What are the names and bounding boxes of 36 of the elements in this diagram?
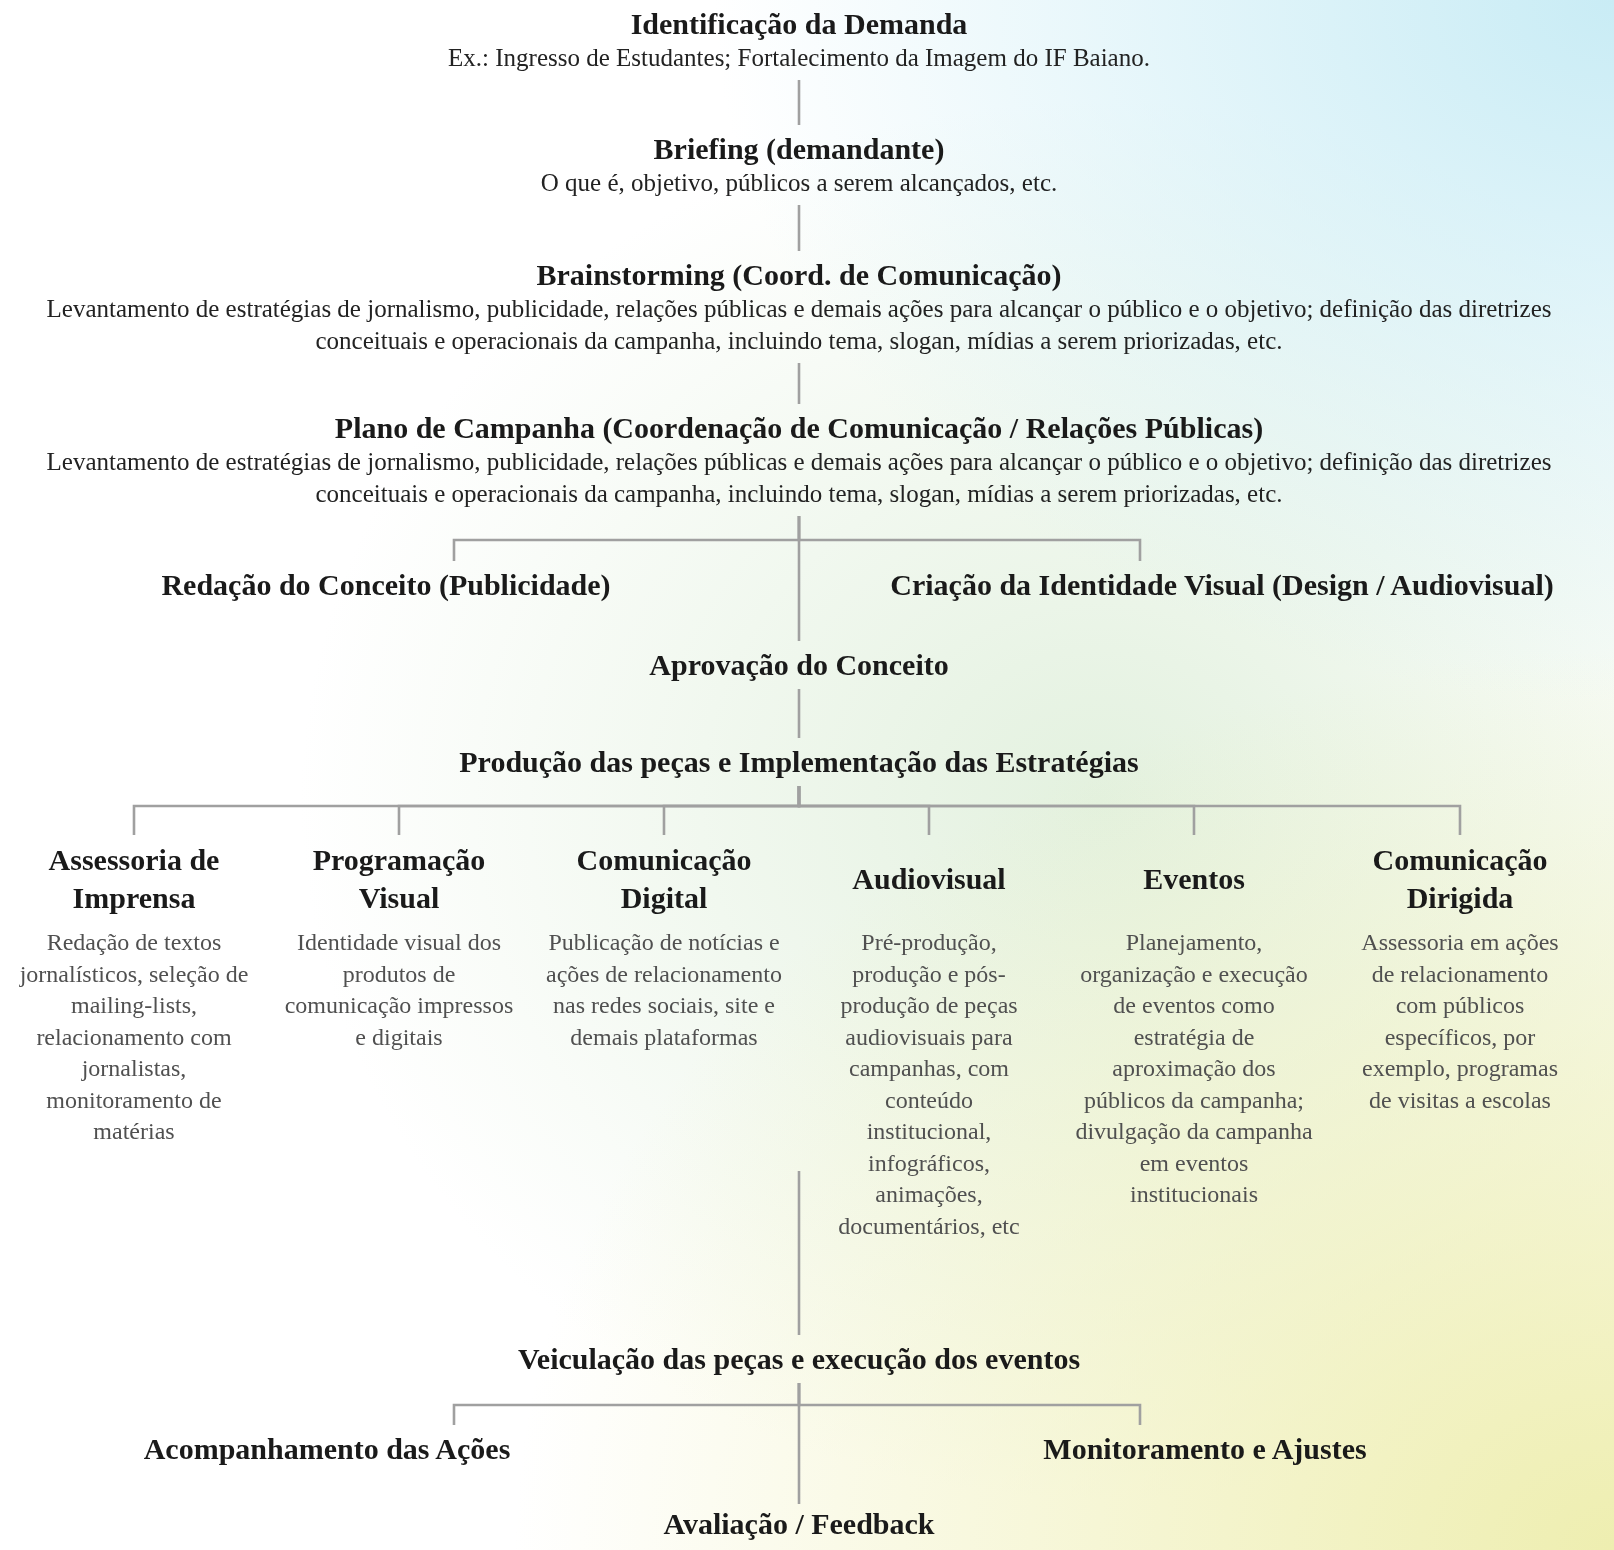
connector-line — [797, 1171, 801, 1335]
step-title: Avaliação / Feedback — [662, 1506, 936, 1542]
step-title: Plano de Campanha (Coordenação de Comunicação / Relações Públicas) — [333, 410, 1265, 446]
step-title: Assessoria de Imprensa — [47, 842, 221, 916]
connector-line — [797, 689, 801, 738]
step-title: Acompanhamento das Ações — [142, 1431, 512, 1467]
step-description: O que é, objetivo, públicos a serem alcançados, etc. — [539, 168, 1059, 198]
connector-line — [797, 516, 801, 641]
step-title: Produção das peças e Implementação das Estratégias — [458, 744, 1140, 780]
step-title: Brainstorming (Coord. de Comunicação) — [535, 257, 1063, 293]
step-description: Levantamento de estratégias de jornalismo, publicidade, relações públicas e demais ações para alcançar o público e o objetivo; definição das diretrizes conceituais e operacionais da campanha, incluindo tema, slogan, mídias a serem priorizadas, etc. — [45, 294, 1553, 356]
step-description: Publicação de notícias e ações de relacionamento nas redes sociais, site e demais plataformas — [545, 928, 783, 1052]
step-description: Pré-produção, produção e pós-produção de peças audiovisuais para campanhas, com conteúdo institucional, infográficos, animações, documentários, etc — [837, 928, 1021, 1241]
step-title: Programação Visual — [311, 842, 487, 916]
connector-line — [797, 80, 801, 125]
step-title: Monitoramento e Ajustes — [1042, 1431, 1368, 1467]
step-title: Criação da Identidade Visual (Design / Audiovisual) — [889, 567, 1555, 603]
connector-line — [797, 786, 1462, 835]
step-title: Briefing (demandante) — [652, 131, 946, 167]
step-description: Planejamento, organização e execução de eventos como estratégia de aproximação dos públicos da campanha; divulgação da campanha em eventos institucionais — [1074, 928, 1314, 1209]
step-description: Levantamento de estratégias de jornalismo, publicidade, relações públicas e demais ações para alcançar o público e o objetivo; definição das diretrizes conceituais e operacionais da campanha, incluindo tema, slogan, mídias a serem priorizadas, etc. — [45, 447, 1553, 509]
step-title: Veiculação das peças e execução dos eventos — [516, 1341, 1082, 1377]
step-description: Ex.: Ingresso de Estudantes; Fortalecimento da Imagem do IF Baiano. — [447, 43, 1151, 73]
step-title: Comunicação Digital — [575, 842, 753, 916]
step-title: Audiovisual — [851, 861, 1007, 897]
connector-line — [797, 205, 801, 251]
step-title: Identificação da Demanda — [629, 6, 969, 42]
step-title: Comunicação Dirigida — [1371, 842, 1549, 916]
connector-line — [797, 363, 801, 404]
step-title: Aprovação do Conceito — [648, 647, 950, 683]
step-description: Assessoria em ações de relacionamento com públicos específicos, por exemplo, programas de visitas a escolas — [1360, 928, 1560, 1115]
step-title: Eventos — [1142, 861, 1246, 897]
step-description: Redação de textos jornalísticos, seleção de mailing-lists, relacionamento com jornalistas, monitoramento de matérias — [18, 928, 250, 1146]
connector-line — [797, 1383, 801, 1504]
step-description: Identidade visual dos produtos de comunicação impressos e digitais — [283, 928, 515, 1052]
step-title: Redação do Conceito (Publicidade) — [160, 567, 612, 603]
